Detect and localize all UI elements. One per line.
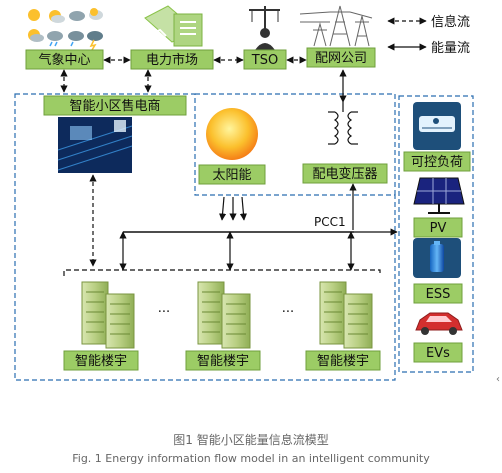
weather-center-label: 气象中心 <box>38 52 90 68</box>
sun-icon <box>206 108 258 160</box>
power-market-label: 电力市场 <box>146 52 198 68</box>
electric-car-icon <box>415 312 463 335</box>
transformer-box <box>302 163 388 184</box>
pcc-label: PCC1 <box>314 215 346 229</box>
tso-box <box>243 49 287 70</box>
solar-label: 太阳能 <box>212 168 251 183</box>
battery-icon <box>413 238 461 278</box>
controllable-load-box <box>403 151 471 172</box>
transformer-label: 配电变压器 <box>312 166 377 182</box>
ess-box <box>413 283 463 304</box>
power-market-icon <box>144 5 203 47</box>
building-icon-2 <box>197 281 251 349</box>
arrow-solar-bus-3 <box>239 196 248 221</box>
grid-area-boundary <box>195 93 396 195</box>
tso-icon <box>249 6 280 50</box>
pv-box <box>413 217 463 238</box>
evs-box <box>413 342 463 363</box>
building-1-box <box>63 350 139 371</box>
transformer-icon <box>328 102 358 145</box>
buildings-info-bus <box>63 269 381 276</box>
community-retailer-box <box>43 95 187 116</box>
ess-label: ESS <box>426 287 451 302</box>
building-2-box <box>185 350 261 371</box>
retailer-tech-image <box>57 117 133 173</box>
pv-label: PV <box>430 221 447 236</box>
solar-box <box>198 164 266 185</box>
building-icon-3 <box>319 281 373 349</box>
tso-label: TSO <box>251 53 278 68</box>
legend-energy-flow-label: 能量流 <box>431 41 470 56</box>
grid-company-label: 配网公司 <box>315 51 367 66</box>
air-conditioner-icon <box>413 102 461 150</box>
power-market-box <box>130 49 214 70</box>
building-1-label: 智能楼宇 <box>75 354 127 369</box>
transmission-tower-icon <box>299 5 373 47</box>
building-3-box <box>305 350 381 371</box>
solar-panel-icon <box>413 177 465 214</box>
resource-panel-boundary <box>398 95 474 373</box>
building-3-label: 智能楼宇 <box>317 354 369 369</box>
weather-icon <box>28 8 103 51</box>
building-2-label: 智能楼宇 <box>197 354 249 369</box>
ellipsis-2: ··· <box>282 305 294 320</box>
community-retailer-label: 智能小区售电商 <box>69 98 160 114</box>
controllable-load-label: 可控负荷 <box>411 155 463 170</box>
caption-en: Fig. 1 Energy information flow model in … <box>72 452 430 465</box>
panel-marker: ‹ <box>496 374 500 385</box>
grid-company-box <box>306 47 376 68</box>
weather-center-box <box>25 49 104 70</box>
ellipsis-1: ··· <box>158 305 170 320</box>
arrow-solar-bus-1 <box>218 196 227 221</box>
legend-info-flow-label: 信息流 <box>431 14 470 30</box>
building-icon-1 <box>81 281 135 349</box>
evs-label: EVs <box>426 346 450 361</box>
caption-zh: 图1 智能小区能量信息流模型 <box>173 432 328 447</box>
